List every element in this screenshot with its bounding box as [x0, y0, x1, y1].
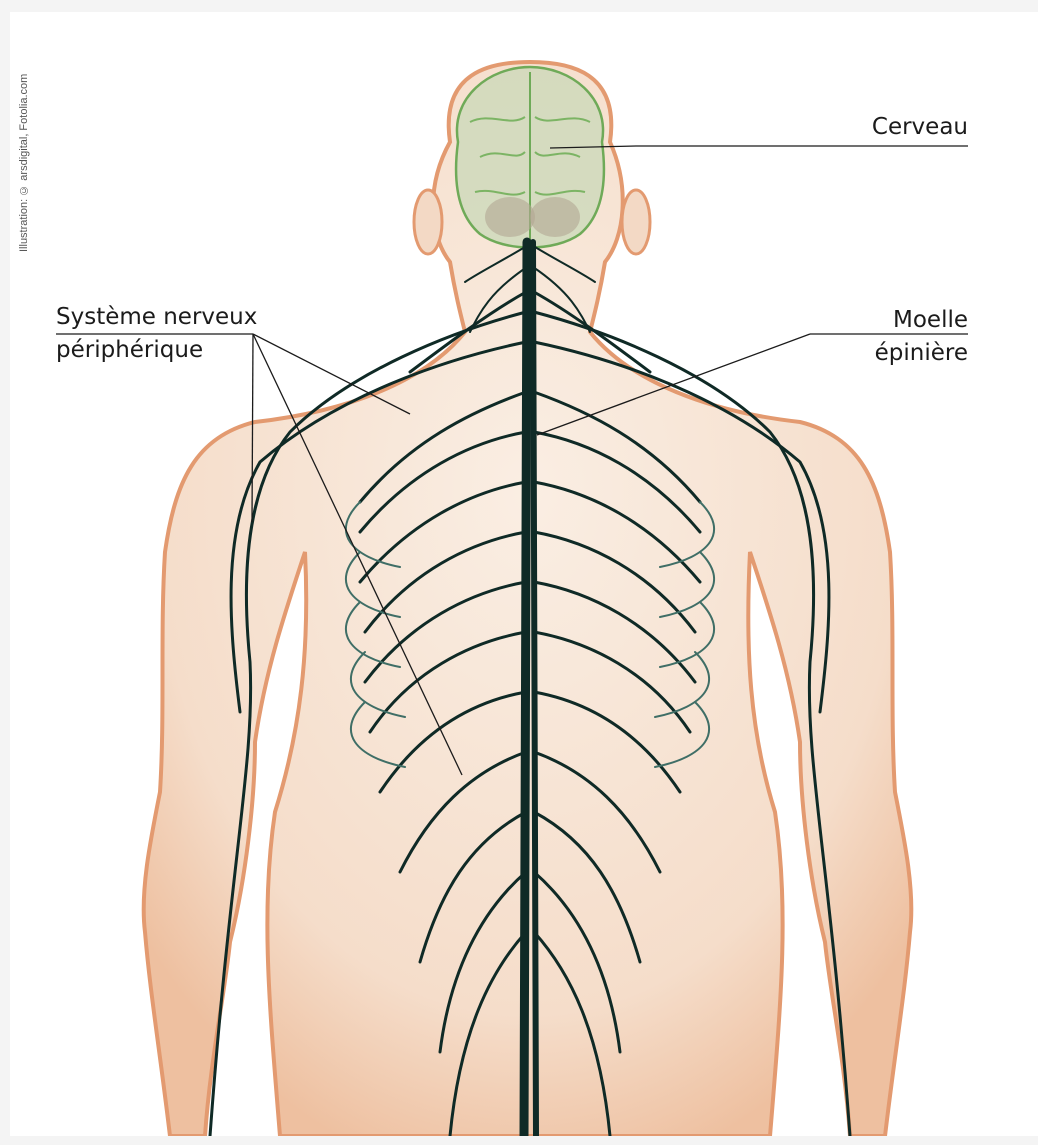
spinal-cord-label-line1: Moelle: [780, 305, 968, 336]
nervous-system-figure: Cerveau Système nerveux périphérique Moe…: [10, 12, 1038, 1136]
illustration-credit: Illustration: © arsdigital, Fotolia.com: [18, 22, 32, 252]
pns-label-line2: périphérique: [56, 335, 203, 366]
pns-leader-1: [253, 334, 410, 414]
pns-label-line1: Système nerveux: [56, 302, 257, 333]
brain-shape: [456, 67, 604, 248]
spinal-cord-label-line2: épinière: [780, 338, 968, 369]
brain-label: Cerveau: [780, 112, 968, 143]
anatomy-illustration: [10, 12, 1038, 1136]
